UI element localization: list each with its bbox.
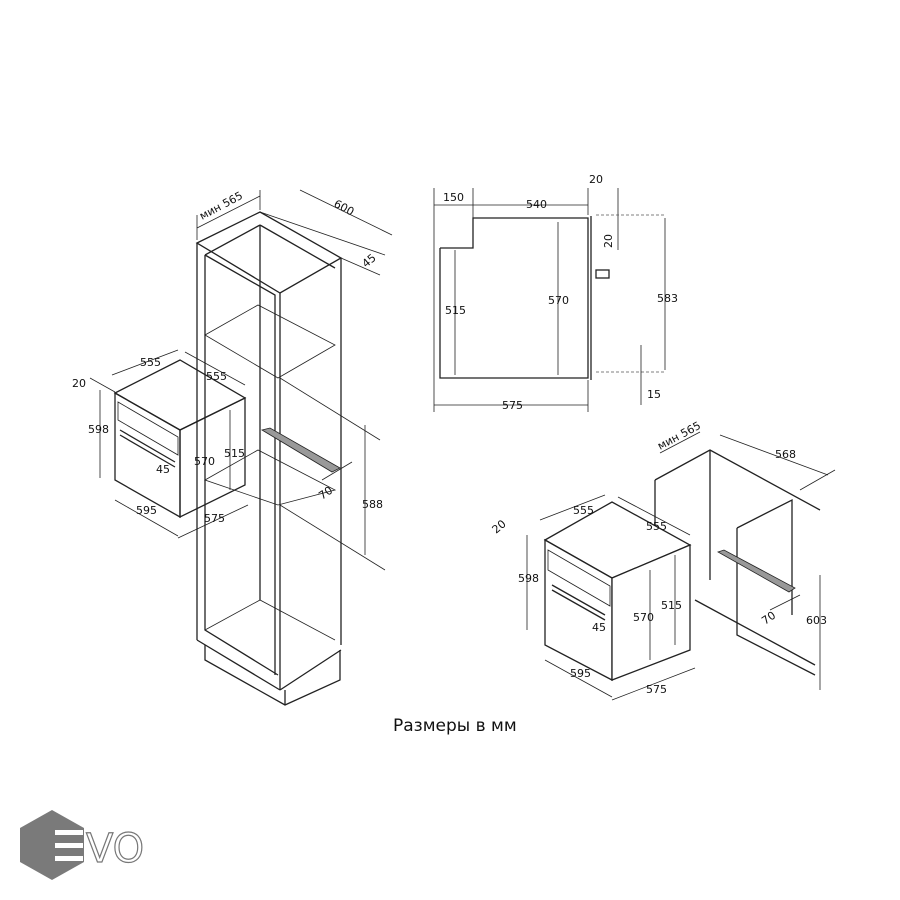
dim-570: 570 <box>194 455 215 468</box>
dim-70: 70 <box>316 484 335 503</box>
dim-45: 45 <box>592 621 606 634</box>
dim-min-565: мин 565 <box>197 189 245 223</box>
dim-15: 15 <box>647 388 661 401</box>
dim-540: 540 <box>526 198 547 211</box>
dim-70: 70 <box>759 609 778 628</box>
tall-cabinet <box>195 189 393 706</box>
dim-595: 595 <box>570 667 591 680</box>
dim-598: 598 <box>88 423 109 436</box>
dim-598: 598 <box>518 572 539 585</box>
dim-555-top: 555 <box>140 356 161 369</box>
svg-text:VO: VO <box>86 826 144 872</box>
side-view <box>433 188 666 412</box>
dim-515: 515 <box>445 304 466 317</box>
dim-555-top: 555 <box>573 504 594 517</box>
dim-570: 570 <box>548 294 569 307</box>
dim-575: 575 <box>646 683 667 696</box>
dim-515: 515 <box>661 599 682 612</box>
dim-20: 20 <box>72 377 86 390</box>
dim-150: 150 <box>443 191 464 204</box>
dim-555-depth: 555 <box>206 370 227 383</box>
dim-595: 595 <box>136 504 157 517</box>
evo-logo: VO <box>20 810 145 880</box>
dim-588: 588 <box>362 498 383 511</box>
dim-20: 20 <box>490 517 509 536</box>
oven-right <box>526 494 696 701</box>
caption: Размеры в мм <box>393 716 517 736</box>
dim-568: 568 <box>775 448 796 461</box>
dim-575: 575 <box>204 512 225 525</box>
dim-570: 570 <box>633 611 654 624</box>
dim-555-depth: 555 <box>646 520 667 533</box>
dim-583: 583 <box>657 292 678 305</box>
dim-20-offset: 20 <box>602 234 615 248</box>
dim-603: 603 <box>806 614 827 627</box>
dim-575: 575 <box>502 399 523 412</box>
dim-20-panel: 20 <box>589 173 603 186</box>
under-counter-niche <box>654 431 836 690</box>
dim-min-565: мин 565 <box>655 419 703 453</box>
dim-515: 515 <box>224 447 245 460</box>
oven-left <box>89 349 249 539</box>
dim-45: 45 <box>156 463 170 476</box>
